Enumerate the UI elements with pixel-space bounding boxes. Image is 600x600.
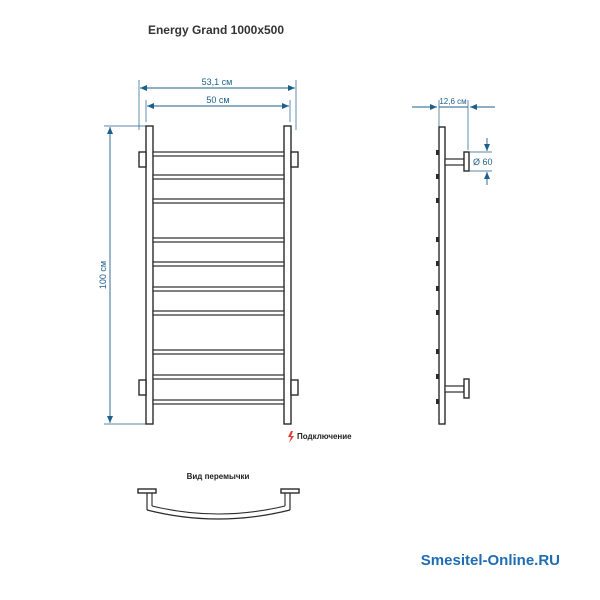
watermark: Smesitel-Online.RU bbox=[421, 552, 560, 569]
rail-2 bbox=[152, 174, 285, 180]
side-rail-stub-8 bbox=[436, 349, 439, 354]
right-post bbox=[283, 125, 292, 425]
jumper-right-flange bbox=[280, 488, 300, 494]
height-label: 100 см bbox=[98, 261, 108, 289]
rails-group bbox=[152, 151, 285, 405]
side-rail-stub-5 bbox=[436, 261, 439, 266]
rail-3 bbox=[152, 198, 285, 204]
rail-7 bbox=[152, 310, 285, 316]
rail-6 bbox=[152, 286, 285, 292]
front-view: 53,1 см 50 см 100 см bbox=[98, 77, 299, 425]
connection-label: Подключение bbox=[297, 432, 352, 441]
bracket-bottom-left bbox=[138, 379, 147, 396]
rail-8 bbox=[152, 349, 285, 355]
lightning-icon bbox=[288, 431, 294, 443]
jumper-left-flange bbox=[137, 488, 157, 494]
left-post bbox=[145, 125, 154, 425]
side-mount-top-arm bbox=[444, 158, 465, 166]
rail-9 bbox=[152, 374, 285, 380]
side-rail-stub-4 bbox=[436, 237, 439, 242]
side-mount-top-flange bbox=[463, 151, 470, 172]
diameter-label: Ø 60 bbox=[473, 157, 493, 167]
side-rail-stub-2 bbox=[436, 174, 439, 179]
rail-5 bbox=[152, 261, 285, 267]
inner-width-label: 50 см bbox=[206, 95, 229, 105]
rail-4 bbox=[152, 237, 285, 243]
jumper-curve-outer bbox=[146, 509, 291, 520]
outer-width-label: 53,1 см bbox=[202, 77, 233, 87]
rail-1 bbox=[152, 151, 285, 157]
side-rail-stub-10 bbox=[436, 399, 439, 404]
side-mount-bottom-arm bbox=[444, 385, 465, 393]
side-rail-stubs bbox=[436, 150, 439, 404]
side-rail-stub-1 bbox=[436, 150, 439, 155]
bracket-bottom-right bbox=[290, 379, 299, 396]
side-view: 12,6 см Ø 60 bbox=[412, 97, 495, 425]
jumper-view-label: Вид перемычки bbox=[187, 472, 250, 481]
side-rail-stub-6 bbox=[436, 286, 439, 291]
side-rail-stub-9 bbox=[436, 374, 439, 379]
side-rail-stub-7 bbox=[436, 310, 439, 315]
bracket-top-right bbox=[290, 151, 299, 168]
jumper-view bbox=[137, 488, 300, 520]
bracket-top-left bbox=[138, 151, 147, 168]
rail-10 bbox=[152, 399, 285, 405]
side-rail-stub-3 bbox=[436, 198, 439, 203]
side-mount-bottom-flange bbox=[463, 378, 470, 399]
side-post bbox=[438, 126, 446, 425]
jumper-curve-inner bbox=[151, 505, 286, 515]
drawing-title: Energy Grand 1000x500 bbox=[148, 23, 284, 37]
depth-label: 12,6 см bbox=[439, 97, 466, 106]
